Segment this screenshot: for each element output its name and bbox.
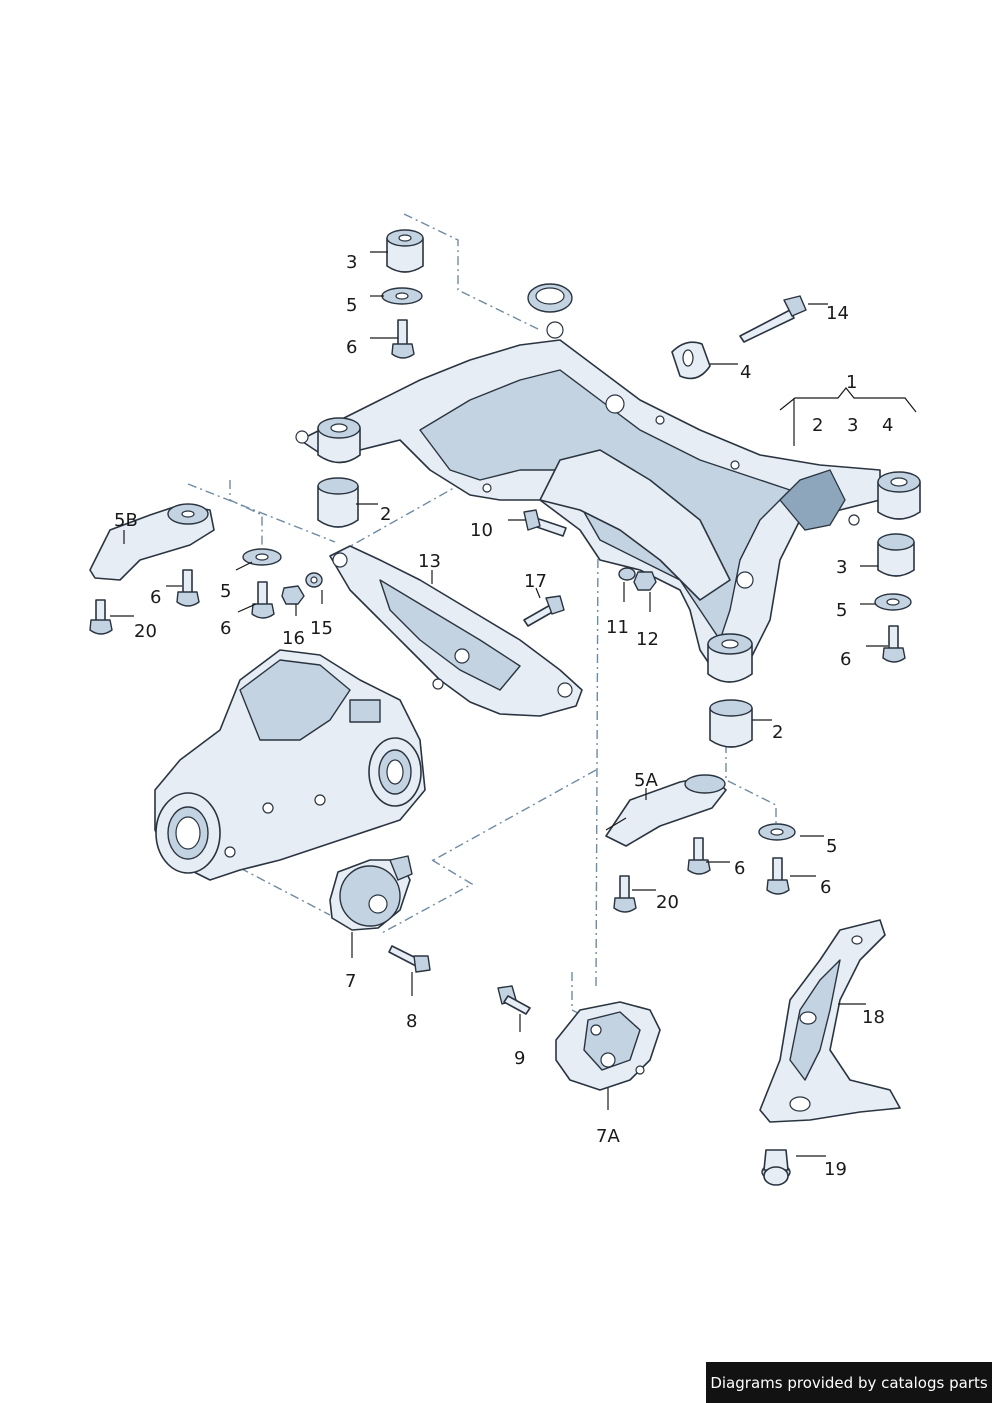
bolt-9 — [497, 985, 531, 1015]
callout-3: 3 — [836, 557, 847, 578]
bolt-6-top — [397, 319, 408, 347]
bushing-front-left — [317, 417, 361, 464]
callout-5A: 5A — [634, 770, 658, 791]
callout-5B: 5B — [114, 510, 138, 531]
bolt-20-left — [95, 599, 106, 623]
bolt-6-5B — [182, 569, 193, 595]
callout-7: 7 — [345, 971, 356, 992]
bolt-6-lower — [772, 857, 783, 883]
bushing-2-lower — [709, 707, 753, 748]
callout-8: 8 — [406, 1011, 417, 1032]
nut-12 — [633, 571, 657, 591]
bushing-rear-right — [877, 471, 921, 520]
callout-10: 10 — [470, 520, 493, 541]
mount-7 — [329, 855, 413, 931]
callout-20: 20 — [134, 621, 157, 642]
rear-differential — [154, 649, 426, 881]
callout-6: 6 — [346, 337, 357, 358]
callout-5: 5 — [346, 295, 357, 316]
bushing-2-left — [317, 485, 359, 528]
bolt-8 — [388, 945, 431, 973]
callout-3: 3 — [847, 415, 858, 436]
callout-13: 13 — [418, 551, 441, 572]
callout-5: 5 — [826, 836, 837, 857]
bracket-18 — [759, 919, 901, 1123]
rear-subframe — [295, 283, 881, 681]
callout-18: 18 — [862, 1007, 885, 1028]
callout-6: 6 — [734, 858, 745, 879]
bushing-3-top — [386, 237, 424, 273]
callout-6: 6 — [840, 649, 851, 670]
callout-3: 3 — [346, 252, 357, 273]
callout-6: 6 — [150, 587, 161, 608]
bolt-6-5A — [693, 837, 704, 863]
callout-2: 2 — [772, 722, 783, 743]
plug-19 — [761, 1149, 791, 1186]
callout-9: 9 — [514, 1048, 525, 1069]
callout-14: 14 — [826, 303, 849, 324]
callout-11: 11 — [606, 617, 629, 638]
callout-2: 2 — [380, 504, 391, 525]
bushing-rear-left — [707, 633, 753, 683]
callout-15: 15 — [310, 618, 333, 639]
callout-4: 4 — [740, 362, 751, 383]
callout-2: 2 — [812, 415, 823, 436]
callout-4: 4 — [882, 415, 893, 436]
mount-7A — [555, 1001, 661, 1091]
callout-6: 6 — [820, 877, 831, 898]
subframe-bushings — [317, 417, 921, 683]
bracket-5A — [605, 775, 727, 847]
bracket-13 — [329, 545, 583, 717]
bolt-14 — [739, 309, 795, 343]
nut-16 — [281, 585, 305, 605]
callout-20: 20 — [656, 892, 679, 913]
callout-6: 6 — [220, 618, 231, 639]
callout-12: 12 — [636, 629, 659, 650]
callout-16: 16 — [282, 628, 305, 649]
callout-7A: 7A — [596, 1126, 620, 1147]
bolt-20-right — [619, 875, 630, 901]
leader-lines — [110, 251, 917, 1157]
diagram-credit-badge: Diagrams provided by catalogs parts — [706, 1362, 992, 1403]
callout-19: 19 — [824, 1159, 847, 1180]
bolt-6-right — [888, 625, 899, 651]
loose-fasteners — [89, 229, 915, 913]
bolt-6-left — [257, 581, 268, 607]
callout-labels: 1 2 3 4 3 5 6 14 4 2 10 13 17 11 12 3 5 … — [114, 252, 893, 1180]
callout-5: 5 — [220, 581, 231, 602]
bushing-3-right — [877, 541, 915, 577]
callout-17: 17 — [524, 571, 547, 592]
washer-11 — [618, 567, 636, 581]
callout-5: 5 — [836, 600, 847, 621]
diagram-credit-text: Diagrams provided by catalogs parts — [710, 1373, 988, 1392]
callout-1: 1 — [846, 372, 857, 393]
